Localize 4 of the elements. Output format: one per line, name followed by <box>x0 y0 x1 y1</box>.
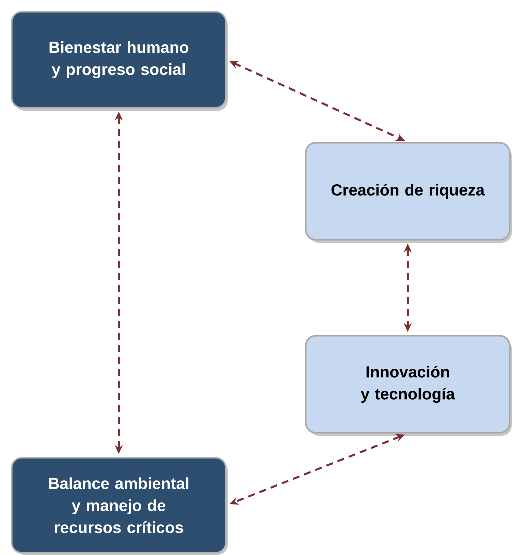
process-box: Creación de riqueza <box>305 142 512 243</box>
process-box: Innovación y tecnología <box>305 335 512 436</box>
process-box: Bienestar humano y progreso social <box>11 11 228 111</box>
process-box: Balance ambiental y manejo de recursos críticos <box>11 457 228 555</box>
